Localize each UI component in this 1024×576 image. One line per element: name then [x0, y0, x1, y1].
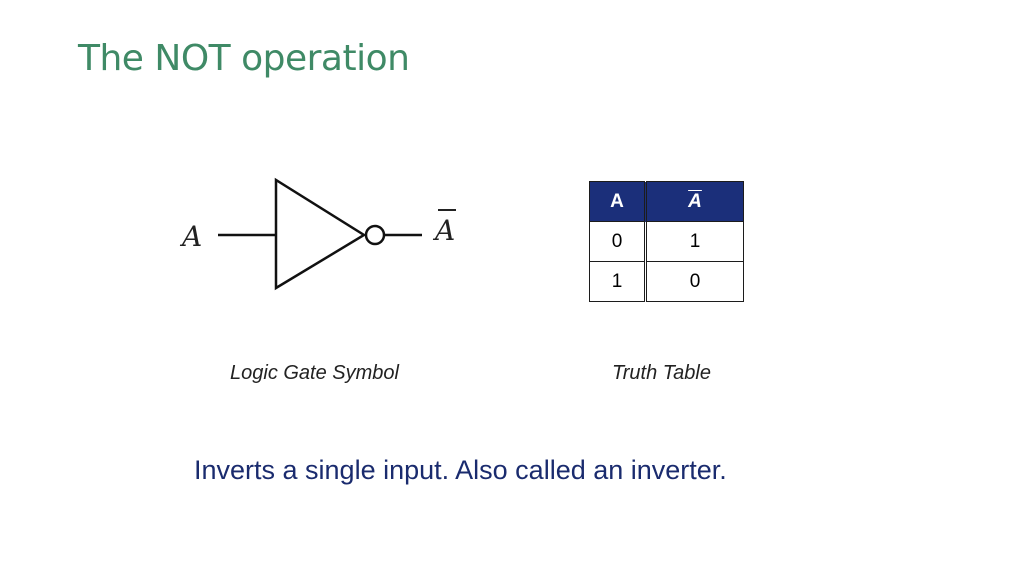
- cell-a: 0: [589, 221, 646, 262]
- cell-a: 1: [589, 261, 646, 302]
- not-gate-symbol: A A: [179, 177, 456, 291]
- cell-a-bar: 0: [644, 261, 744, 302]
- slide-title: The NOT operation: [78, 38, 410, 79]
- cell-a-bar: 1: [644, 221, 744, 262]
- table-row: 1 0: [589, 261, 744, 302]
- truth-table-caption: Truth Table: [612, 362, 711, 384]
- header-a-bar-label: A: [688, 190, 702, 212]
- gate-caption: Logic Gate Symbol: [230, 362, 399, 384]
- gate-input-label: A: [179, 220, 202, 253]
- slide-description: Inverts a single input. Also called an i…: [194, 455, 727, 485]
- inverter-bubble: [364, 224, 386, 246]
- table-row: 0 1: [589, 221, 744, 262]
- truth-table-header-row: A A: [589, 181, 744, 222]
- gate-triangle: [274, 177, 367, 291]
- truth-table: A A 0 1 1 0: [589, 181, 744, 302]
- header-a: A: [589, 181, 646, 222]
- header-a-bar: A: [644, 181, 744, 222]
- gate-output-label: A: [432, 214, 455, 247]
